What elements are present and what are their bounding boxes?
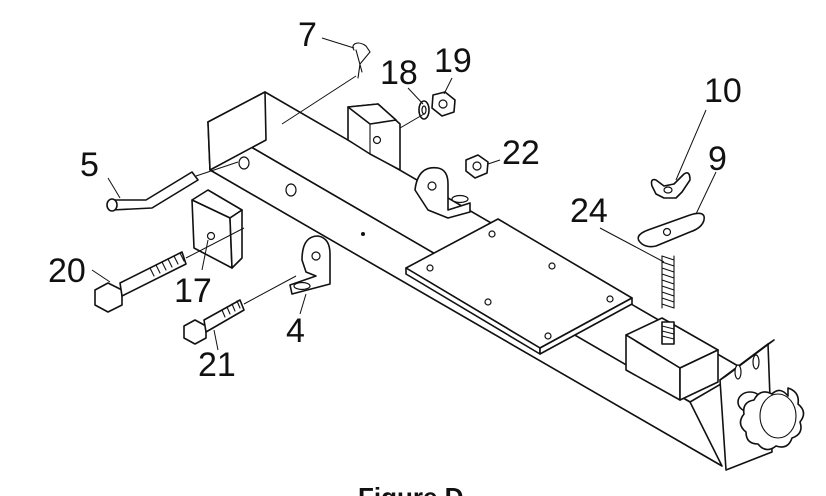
callout-4: 4 [286, 312, 305, 350]
upright-bracket [347, 103, 401, 171]
figure-caption: Figure D [358, 482, 463, 496]
callout-24: 24 [570, 192, 608, 230]
callout-9: 9 [708, 140, 727, 178]
spacer-block [191, 189, 243, 269]
mounting-plate [405, 218, 633, 355]
frame-hole-1 [238, 156, 250, 170]
leader-lines [91, 37, 717, 351]
callout-20: 20 [48, 252, 86, 290]
compression-spring [599, 227, 675, 345]
hex-bolt-long [94, 227, 245, 313]
callout-labels: 7 18 19 10 5 22 9 24 20 17 4 21 [48, 16, 742, 384]
callout-22: 22 [502, 134, 540, 172]
hex-nut-19 [431, 91, 456, 117]
front-angle-bracket [289, 235, 331, 295]
callout-19: 19 [434, 42, 472, 80]
callout-21: 21 [198, 346, 236, 384]
callout-17: 17 [174, 272, 212, 310]
callout-5: 5 [80, 146, 99, 184]
callout-18: 18 [380, 54, 418, 92]
hex-bolt-short [183, 275, 297, 345]
slotted-plate [637, 212, 706, 248]
frame-hole-3 [361, 232, 365, 236]
callout-7: 7 [298, 16, 317, 54]
callout-10: 10 [704, 72, 742, 110]
frame-hole-2 [285, 183, 297, 197]
rear-angle-bracket [414, 166, 471, 219]
adjustment-knob [737, 387, 805, 451]
wing-nut [650, 109, 707, 199]
hex-nut-22 [465, 154, 489, 179]
crank-handle [106, 161, 239, 212]
